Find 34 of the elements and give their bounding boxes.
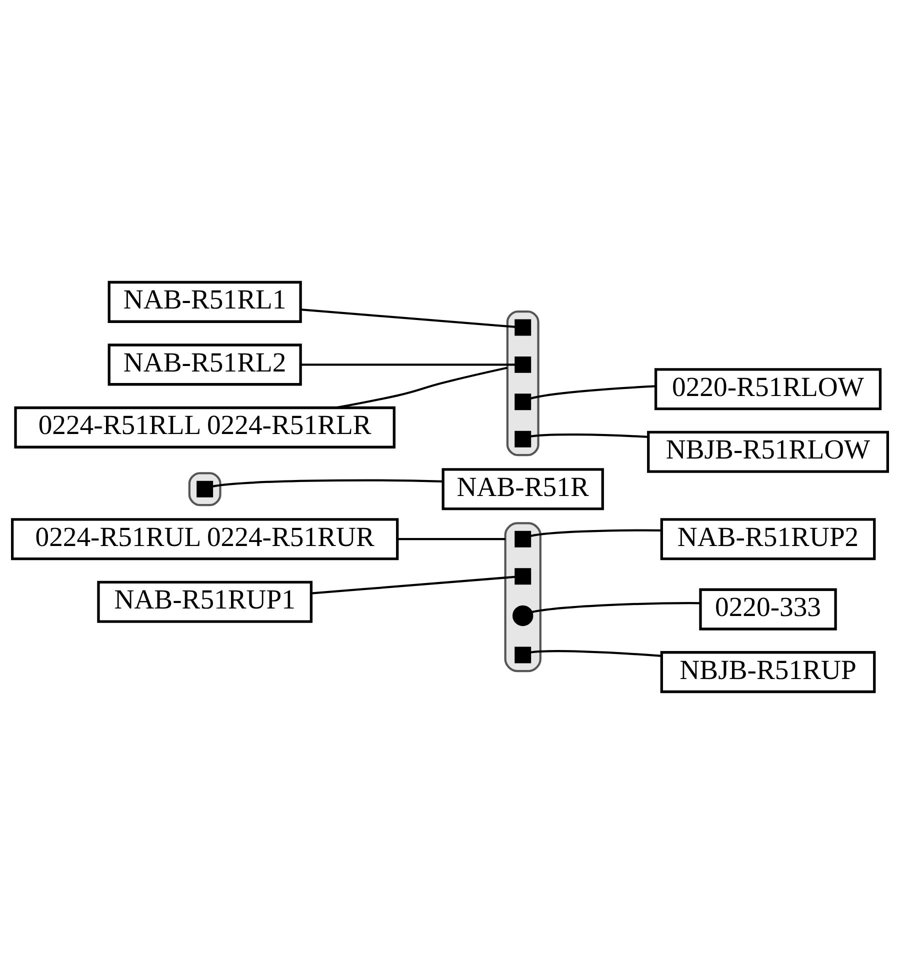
- node-box: NBJB-R51RUP: [660, 650, 876, 693]
- node-box: NAB-R51RUP2: [660, 518, 876, 560]
- cluster: [504, 522, 542, 672]
- node-box: 0224-R51RUL 0224-R51RUR: [11, 518, 399, 560]
- connector: [212, 478, 443, 488]
- node-box: [514, 356, 532, 372]
- connector: [531, 602, 700, 613]
- node-box: NAB-R51RUP1: [97, 580, 313, 622]
- connector: [397, 538, 506, 540]
- connector: [530, 384, 656, 400]
- node-box: NAB-R51RL1: [108, 280, 302, 322]
- node-box: NAB-R51RL2: [108, 343, 302, 386]
- cluster: [506, 310, 540, 456]
- connector: [300, 308, 516, 328]
- node-box: [196, 480, 214, 497]
- node-box: [514, 430, 532, 447]
- node-box: 0220-R51RLOW: [654, 368, 882, 410]
- connector: [530, 650, 662, 657]
- node-box: NBJB-R51RLOW: [647, 430, 889, 472]
- node-box: [514, 530, 532, 547]
- node-box: 0220-333: [699, 588, 837, 630]
- connector: [530, 432, 648, 438]
- node-box: [514, 318, 532, 336]
- connector: [311, 575, 516, 594]
- connector: [336, 366, 508, 408]
- node-box: [514, 568, 532, 584]
- connector: [530, 528, 662, 537]
- node-box: NAB-R51R: [442, 468, 604, 510]
- node-box: 0224-R51RLL 0224-R51RLR: [14, 406, 396, 448]
- cluster: [188, 472, 222, 506]
- node-box: [514, 646, 532, 663]
- node-circle: [512, 604, 534, 626]
- node-box: [514, 393, 532, 410]
- connector: [300, 363, 516, 366]
